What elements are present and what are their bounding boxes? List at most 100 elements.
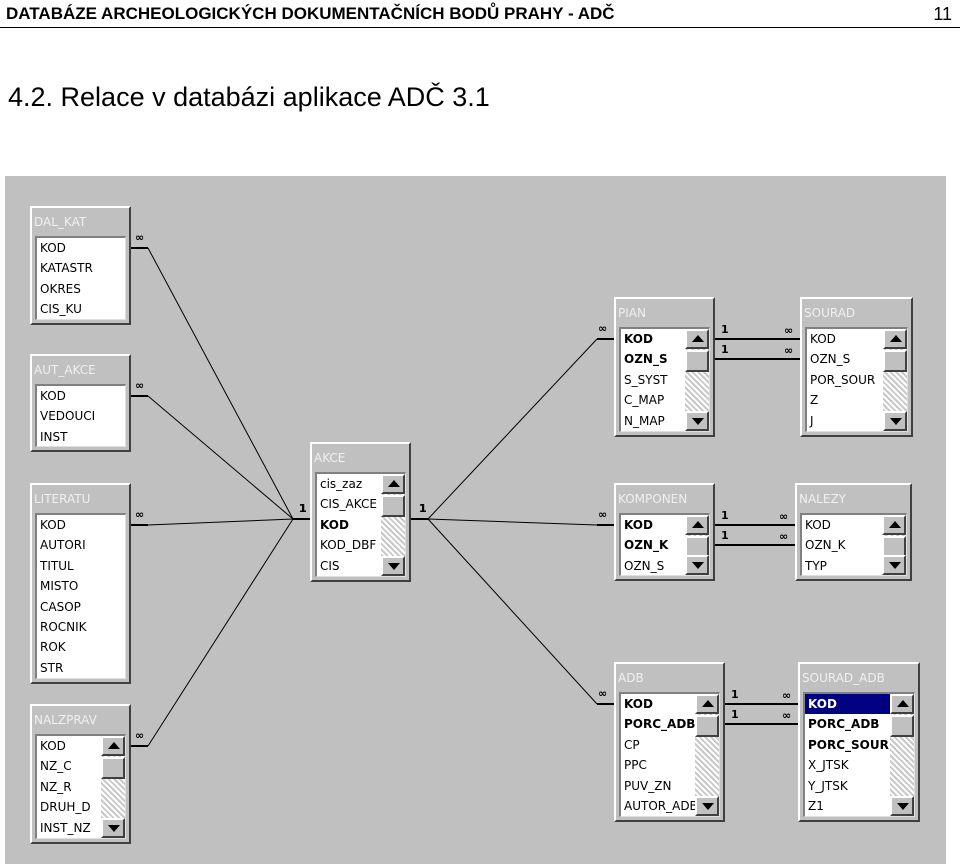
field-item[interactable]: ROK <box>40 640 66 655</box>
field-item[interactable]: Z1 <box>808 798 824 813</box>
scroll-up-button[interactable] <box>381 474 405 494</box>
field-item[interactable]: AUTORI <box>40 538 86 553</box>
field-item[interactable]: INST_NZ <box>40 820 91 835</box>
field-item[interactable]: AUTOR_ADB <box>624 798 698 813</box>
field-list[interactable]: KOD AUTORI TITUL MISTO CASOP ROCNIK ROK STR <box>35 513 126 679</box>
field-list[interactable]: KOD KATASTR OKRES CIS_KU <box>35 236 126 320</box>
field-item[interactable]: KOD <box>805 694 890 715</box>
scroll-down-button[interactable] <box>882 555 906 575</box>
field-item[interactable]: KOD <box>624 697 653 711</box>
scroll-down-button[interactable] <box>685 411 709 431</box>
table-title[interactable]: AKCE <box>314 451 346 465</box>
field-item[interactable]: S_SYST <box>624 372 668 387</box>
field-item[interactable]: CIS_KU <box>40 302 82 317</box>
field-item[interactable]: OZN_S <box>624 352 668 367</box>
field-item[interactable]: CP <box>624 737 640 752</box>
vertical-scrollbar[interactable] <box>381 474 405 576</box>
scroll-thumb[interactable] <box>890 715 914 737</box>
table-title[interactable]: PIAN <box>618 306 646 320</box>
field-item[interactable]: OKRES <box>40 281 81 296</box>
field-item[interactable]: STR <box>40 660 64 675</box>
relationship-line[interactable] <box>147 247 294 520</box>
table-title[interactable]: NALZPRAV <box>34 713 97 727</box>
field-item[interactable]: PORC_ADB <box>624 717 696 732</box>
field-item[interactable]: TYP <box>805 558 827 573</box>
table-title[interactable]: DAL_KAT <box>34 215 87 229</box>
field-item[interactable]: DRUH_D <box>40 800 91 815</box>
scroll-down-button[interactable] <box>101 818 125 838</box>
field-item[interactable]: KATASTR <box>40 261 93 276</box>
field-list[interactable]: KOD PORC_ADB CP PPC PUV_ZN AUTOR_ADB <box>619 692 720 817</box>
field-item[interactable]: MISTO <box>40 579 79 594</box>
scroll-thumb[interactable] <box>695 715 719 737</box>
field-item[interactable]: Z <box>810 393 819 408</box>
relationship-line[interactable] <box>427 518 598 526</box>
field-item[interactable]: KOD <box>40 241 66 255</box>
scroll-down-button[interactable] <box>890 796 914 816</box>
vertical-scrollbar[interactable] <box>882 515 906 575</box>
scroll-up-button[interactable] <box>882 515 906 535</box>
scroll-down-button[interactable] <box>685 555 709 575</box>
scroll-thumb[interactable] <box>381 495 405 517</box>
scroll-down-button[interactable] <box>381 556 405 576</box>
field-item[interactable]: J <box>810 413 814 428</box>
field-item[interactable]: C_MAP <box>624 393 665 408</box>
field-item[interactable]: PUV_ZN <box>624 778 672 793</box>
relationship-line[interactable] <box>147 395 294 520</box>
field-item[interactable]: cis_zaz <box>320 477 363 491</box>
scroll-up-button[interactable] <box>695 694 719 714</box>
scroll-thumb[interactable] <box>883 350 907 372</box>
field-item[interactable]: KOD <box>624 518 653 532</box>
field-item[interactable]: OZN_S <box>810 352 851 367</box>
scroll-thumb[interactable] <box>685 350 709 372</box>
field-item[interactable]: OZN_S <box>624 558 665 573</box>
field-item[interactable]: PORC_SOUR <box>808 737 889 752</box>
field-item[interactable]: ROCNIK <box>40 619 87 634</box>
table-title[interactable]: KOMPONEN <box>618 492 688 506</box>
field-item[interactable]: KOD <box>624 332 653 346</box>
field-item[interactable]: KOD <box>810 332 836 346</box>
field-item[interactable]: KOD_DBF <box>320 538 377 553</box>
scroll-up-button[interactable] <box>101 736 125 756</box>
field-item[interactable]: X_JTSK <box>808 758 849 773</box>
table-title[interactable]: SOURAD <box>804 306 856 320</box>
scroll-thumb[interactable] <box>101 757 125 779</box>
vertical-scrollbar[interactable] <box>685 329 709 431</box>
relationship-line[interactable] <box>147 518 294 526</box>
field-item[interactable]: PPC <box>624 758 647 773</box>
field-item[interactable]: N_MAP <box>624 413 665 428</box>
relationship-line[interactable] <box>147 518 294 747</box>
field-item[interactable]: VEDOUCI <box>40 409 96 424</box>
field-item[interactable]: OZN_K <box>805 538 846 553</box>
table-title[interactable]: AUT_AKCE <box>34 363 96 377</box>
table-title[interactable]: SOURAD_ADB <box>802 671 885 685</box>
scroll-down-button[interactable] <box>695 796 719 816</box>
relationship-line[interactable] <box>427 338 598 520</box>
relationship-line[interactable] <box>427 518 598 705</box>
scroll-down-button[interactable] <box>883 411 907 431</box>
field-item[interactable]: PORC_ADB <box>808 717 880 732</box>
field-item[interactable]: TITUL <box>40 558 74 573</box>
vertical-scrollbar[interactable] <box>695 694 719 816</box>
field-item[interactable]: POR_SOUR <box>810 372 876 387</box>
field-item[interactable]: KOD <box>40 739 66 753</box>
field-list[interactable]: KOD OZN_S S_SYST C_MAP N_MAP <box>619 327 710 432</box>
field-item[interactable]: CIS <box>320 558 340 573</box>
field-item[interactable]: NZ_R <box>40 779 72 794</box>
table-pian[interactable]: PIAN KOD OZN_S S_SYST C_MAP N_MAP <box>614 297 715 437</box>
field-item[interactable]: KOD <box>40 389 66 403</box>
field-item[interactable]: KOD <box>40 518 66 532</box>
field-item[interactable]: CASOP <box>40 599 81 614</box>
field-item[interactable]: OZN_K <box>624 538 669 553</box>
table-komponen[interactable]: KOMPONEN KOD OZN_K OZN_S <box>614 483 715 581</box>
